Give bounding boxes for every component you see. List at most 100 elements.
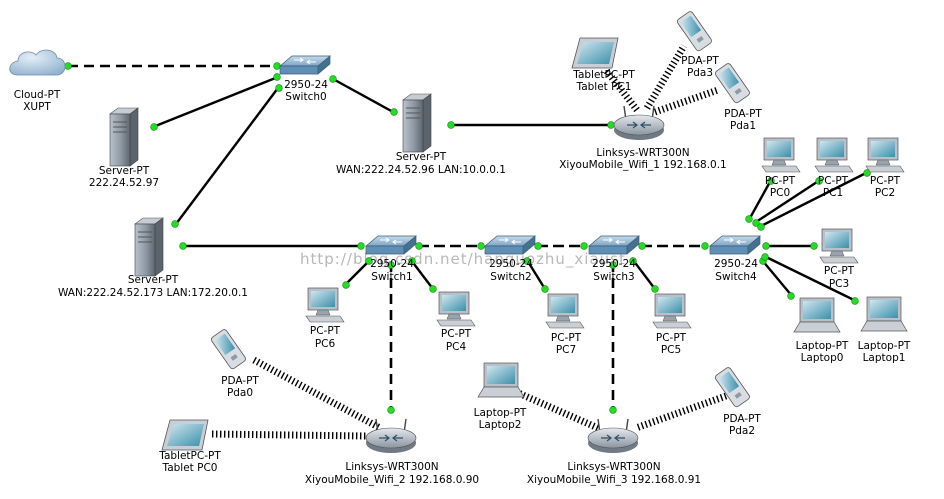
link-server-a-switch0 — [152, 75, 279, 129]
server-c[interactable]: Server-PT WAN:222.24.52.173 LAN:172.20.0… — [58, 217, 248, 299]
pda-icon — [675, 9, 714, 53]
laptop2-label-name: Laptop2 — [479, 419, 522, 431]
wireless-router-icon — [365, 418, 417, 454]
pc5-label-name: PC5 — [661, 344, 681, 356]
pda-icon — [713, 61, 752, 105]
pda2[interactable]: PDA-PT Pda2 — [713, 365, 761, 437]
pc-icon — [819, 228, 859, 264]
link-status-dots — [64, 62, 871, 414]
pc3[interactable]: PC-PT PC3 — [819, 228, 859, 290]
pc7[interactable]: PC-PT PC7 — [545, 293, 585, 356]
pc1-label-type: PC-PT — [818, 175, 849, 187]
switch4-label-name: Switch4 — [715, 271, 757, 283]
tablet-pc1[interactable]: TabletPC-PT Tablet PC1 — [571, 37, 635, 93]
link-switch0-server-b — [332, 77, 396, 115]
pda1-label-type: PDA-PT — [724, 108, 762, 120]
pc6-label-type: PC-PT — [310, 325, 341, 337]
tablet-icon — [571, 37, 619, 69]
pda2-label-name: Pda2 — [729, 425, 755, 437]
pda3-label-name: Pda3 — [687, 67, 713, 79]
laptop-icon — [477, 362, 525, 398]
switch0[interactable]: 2950-24 Switch0 — [279, 55, 331, 103]
server-a-label-type: Server-PT — [99, 165, 150, 177]
server-b[interactable]: Server-PT WAN:222.24.52.96 LAN:10.0.0.1 — [336, 93, 506, 176]
pc7-label-type: PC-PT — [551, 332, 582, 344]
pc-icon — [761, 137, 801, 173]
pc-icon — [305, 287, 345, 323]
switch1[interactable]: 2950-24 Switch1 — [365, 235, 417, 283]
router1-label-ssid: XiyouMobile_Wifi_1 192.168.0.1 — [559, 159, 727, 171]
laptop2[interactable]: Laptop-PT Laptop2 — [474, 362, 527, 431]
router-wifi-1[interactable]: Linksys-WRT300N XiyouMobile_Wifi_1 192.1… — [559, 105, 727, 171]
switch0-label-name: Switch0 — [285, 91, 326, 103]
laptop0[interactable]: Laptop-PT Laptop0 — [793, 297, 849, 364]
wireless-router-icon — [587, 418, 639, 454]
wireless-router3-laptop2 — [514, 388, 600, 432]
watermark-text: http://blog.csdn.net/hanguozhu_xiaust — [300, 250, 626, 269]
router-wifi-2[interactable]: Linksys-WRT300N XiyouMobile_Wifi_2 192.1… — [305, 418, 479, 486]
pc5[interactable]: PC-PT PC5 — [652, 293, 692, 356]
pc0[interactable]: PC-PT PC0 — [761, 137, 801, 199]
switch-icon — [588, 235, 640, 255]
link-switch4-pc0 — [748, 179, 773, 219]
cloud-label-type: Cloud-PT — [14, 89, 61, 101]
switch2[interactable]: 2950-24 Switch2 — [484, 235, 536, 283]
pda0-label-type: PDA-PT — [221, 375, 259, 387]
server-c-label-addr: WAN:222.24.52.173 LAN:172.20.0.1 — [58, 287, 248, 299]
router2-label-ssid: XiyouMobile_Wifi_2 192.168.0.90 — [305, 474, 479, 486]
laptop0-label-name: Laptop0 — [801, 352, 844, 364]
pc1[interactable]: PC-PT PC1 — [814, 137, 854, 199]
link-switch2-pc7 — [525, 259, 547, 290]
pc7-label-name: PC7 — [556, 344, 576, 356]
pc0-label-name: PC0 — [770, 187, 790, 199]
pc3-label-name: PC3 — [829, 278, 849, 290]
pc2[interactable]: PC-PT PC2 — [865, 137, 905, 199]
switch3[interactable]: 2950-24 Switch3 — [588, 235, 640, 283]
pda1[interactable]: PDA-PT Pda1 — [713, 61, 762, 132]
link-switch4-pc2 — [760, 170, 869, 228]
pda-icon — [209, 327, 248, 371]
wireless-router1-pda1 — [653, 86, 720, 116]
link-switch1-pc6 — [344, 259, 371, 286]
link-switch4-laptop1 — [763, 254, 857, 303]
wireless-router1-pda3 — [643, 44, 688, 110]
pc2-label-name: PC2 — [875, 187, 895, 199]
wireless-router2-tablet0 — [211, 430, 367, 440]
server-icon — [134, 217, 164, 277]
links-layer — [68, 44, 869, 440]
cloud-xupt[interactable]: Cloud-PT XUPT — [9, 49, 66, 113]
router1-label-model: Linksys-WRT300N — [596, 147, 689, 159]
server-icon — [109, 107, 139, 167]
switch4[interactable]: 2950-24 Switch4 — [709, 235, 761, 283]
wireless-router1-tablet1 — [603, 67, 640, 113]
tablet0-label-name: Tablet PC0 — [162, 462, 218, 474]
laptop1-label-type: Laptop-PT — [858, 340, 911, 352]
pc5-label-type: PC-PT — [656, 332, 687, 344]
switch2-label-model: 2950-24 — [489, 258, 533, 270]
pda-icon — [713, 365, 752, 409]
pda2-label-type: PDA-PT — [723, 413, 761, 425]
pc-icon — [652, 293, 692, 329]
switch-icon — [709, 235, 761, 255]
wireless-router2-pda0 — [252, 356, 382, 432]
server-a[interactable]: Server-PT 222.24.52.97 — [89, 107, 159, 189]
laptop1[interactable]: Laptop-PT Laptop1 — [858, 296, 911, 364]
link-switch1-pc4 — [410, 259, 434, 290]
pc-icon — [436, 291, 476, 327]
switch1-label-model: 2950-24 — [370, 258, 414, 270]
switch0-label-model: 2950-24 — [284, 79, 328, 91]
laptop1-label-name: Laptop1 — [863, 352, 906, 364]
router-wifi-3[interactable]: Linksys-WRT300N XiyouMobile_Wifi_3 192.1… — [527, 418, 701, 486]
pc6[interactable]: PC-PT PC6 — [305, 287, 345, 350]
server-b-label-type: Server-PT — [396, 151, 447, 163]
pc2-label-type: PC-PT — [870, 175, 901, 187]
laptop0-label-type: Laptop-PT — [796, 340, 849, 352]
pc4[interactable]: PC-PT PC4 — [436, 291, 476, 353]
pda3[interactable]: PDA-PT Pda3 — [675, 9, 719, 79]
pc-icon — [814, 137, 854, 173]
pda0[interactable]: PDA-PT Pda0 — [209, 327, 259, 399]
wireless-router3-pda2 — [634, 392, 728, 432]
cloud-icon — [9, 49, 66, 76]
tablet-pc0[interactable]: TabletPC-PT Tablet PC0 — [158, 419, 221, 474]
